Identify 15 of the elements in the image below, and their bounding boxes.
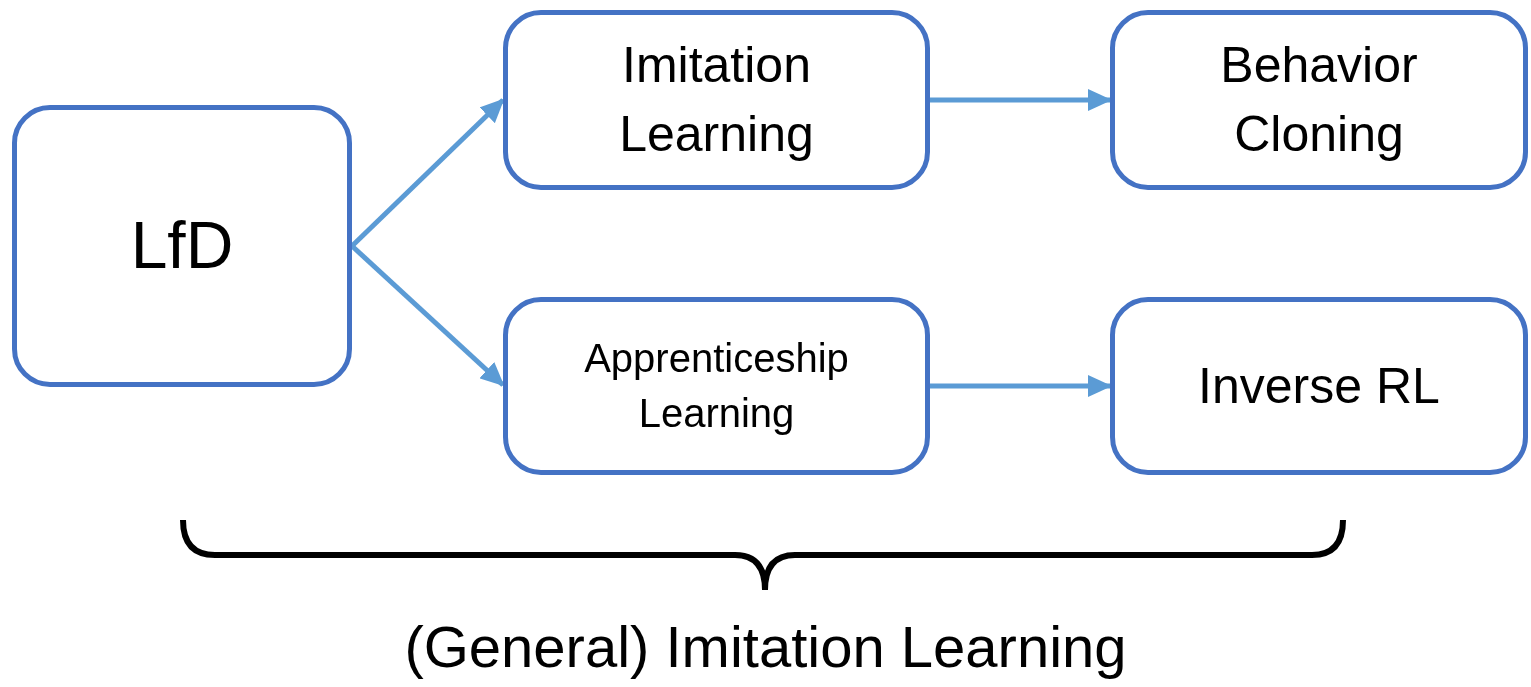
- box-label: Imitation Learning: [618, 36, 815, 164]
- caption: (General) Imitation Learning: [403, 613, 1128, 681]
- arrow: [930, 375, 1112, 397]
- arrow: [350, 98, 505, 248]
- rounded-box: [503, 297, 930, 475]
- arrow: [930, 89, 1112, 111]
- rounded-box: [1110, 297, 1528, 475]
- box-label: LfD: [130, 207, 234, 285]
- rounded-box: [1110, 10, 1528, 190]
- box-label: Behavior Cloning: [1219, 36, 1419, 164]
- arrow: [350, 244, 505, 387]
- rounded-box: [503, 10, 930, 190]
- box-label: Inverse RL: [1198, 356, 1440, 416]
- rounded-box: [12, 105, 352, 387]
- box-label: Apprenticeship Learning: [583, 334, 850, 437]
